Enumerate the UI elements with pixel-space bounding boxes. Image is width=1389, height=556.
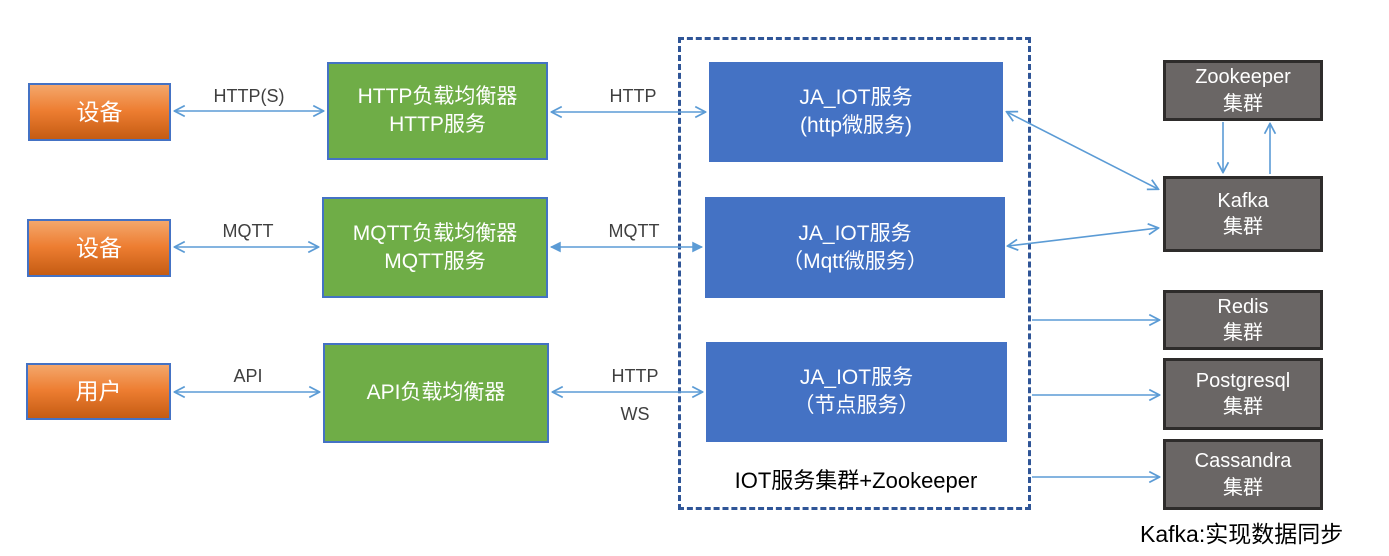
edge-label-https: HTTP(S) [213, 86, 285, 106]
edge-label-api: API [233, 366, 263, 386]
node-kafka-line1: Kafka [1217, 189, 1269, 212]
node-ja-iot-node-service: JA_IOT服务 （节点服务） [706, 342, 1007, 442]
node-iot-mqtt-line1: JA_IOT服务 [798, 221, 912, 245]
node-iot-http-line2: (http微服务) [799, 114, 912, 137]
node-kafka-cluster: Kafka 集群 [1163, 176, 1323, 252]
node-redis-line2: 集群 [1223, 322, 1263, 344]
node-iot-node-line1: JA_IOT服务 [799, 366, 914, 390]
edge-label-mqtt-lb: MQTT [608, 221, 660, 241]
node-mqtt-lb-line2: MQTT服务 [384, 249, 486, 273]
node-device-1-label: 设备 [76, 98, 123, 125]
node-mqtt-lb-line1: MQTT负载均衡器 [352, 221, 518, 245]
caption-iot-cluster: IOT服务集群+Zookeeper [734, 468, 978, 493]
edge-label-ws: WS [620, 404, 650, 424]
node-user-label: 用户 [75, 378, 122, 405]
edge-label-http-lb: HTTP [609, 86, 657, 106]
node-iot-http-line1: JA_IOT服务 [799, 86, 913, 110]
node-redis-cluster: Redis 集群 [1163, 290, 1323, 350]
caption-kafka-sync-note: Kafka:实现数据同步 [1140, 521, 1344, 547]
edge-label-mqtt-device: MQTT [222, 221, 274, 241]
edge-label-http-api: HTTP [611, 366, 659, 386]
node-mqtt-load-balancer: MQTT负载均衡器 MQTT服务 [322, 197, 548, 298]
node-http-lb-line2: HTTP服务 [389, 113, 486, 136]
node-postgresql-cluster: Postgresql 集群 [1163, 358, 1323, 430]
node-api-lb-line1: API负载均衡器 [366, 381, 506, 405]
node-postgresql-line2: 集群 [1223, 396, 1263, 418]
node-iot-node-line2: （节点服务） [793, 394, 920, 417]
node-ja-iot-http-service: JA_IOT服务 (http微服务) [709, 62, 1003, 162]
node-iot-mqtt-line2: （Mqtt微服务） [782, 249, 928, 273]
node-user: 用户 [26, 363, 171, 420]
node-device-1: 设备 [28, 83, 171, 141]
node-device-2: 设备 [27, 219, 171, 277]
node-ja-iot-mqtt-service: JA_IOT服务 （Mqtt微服务） [705, 197, 1005, 298]
node-zookeeper-line2: 集群 [1223, 92, 1263, 115]
node-zookeeper-line1: Zookeeper [1195, 66, 1291, 89]
iot-cluster-dashed-container [678, 37, 1031, 510]
node-api-load-balancer: API负载均衡器 [323, 343, 549, 443]
node-zookeeper-cluster: Zookeeper 集群 [1163, 60, 1323, 121]
node-kafka-line2: 集群 [1223, 216, 1263, 238]
node-redis-line1: Redis [1217, 295, 1269, 318]
node-postgresql-line1: Postgresql [1195, 369, 1291, 392]
node-device-2-label: 设备 [76, 234, 122, 261]
node-http-load-balancer: HTTP负载均衡器 HTTP服务 [327, 62, 548, 160]
node-cassandra-line1: Cassandra [1194, 450, 1292, 473]
node-cassandra-cluster: Cassandra 集群 [1163, 439, 1323, 510]
node-cassandra-line2: 集群 [1223, 476, 1263, 499]
node-http-lb-line1: HTTP负载均衡器 [357, 85, 518, 109]
